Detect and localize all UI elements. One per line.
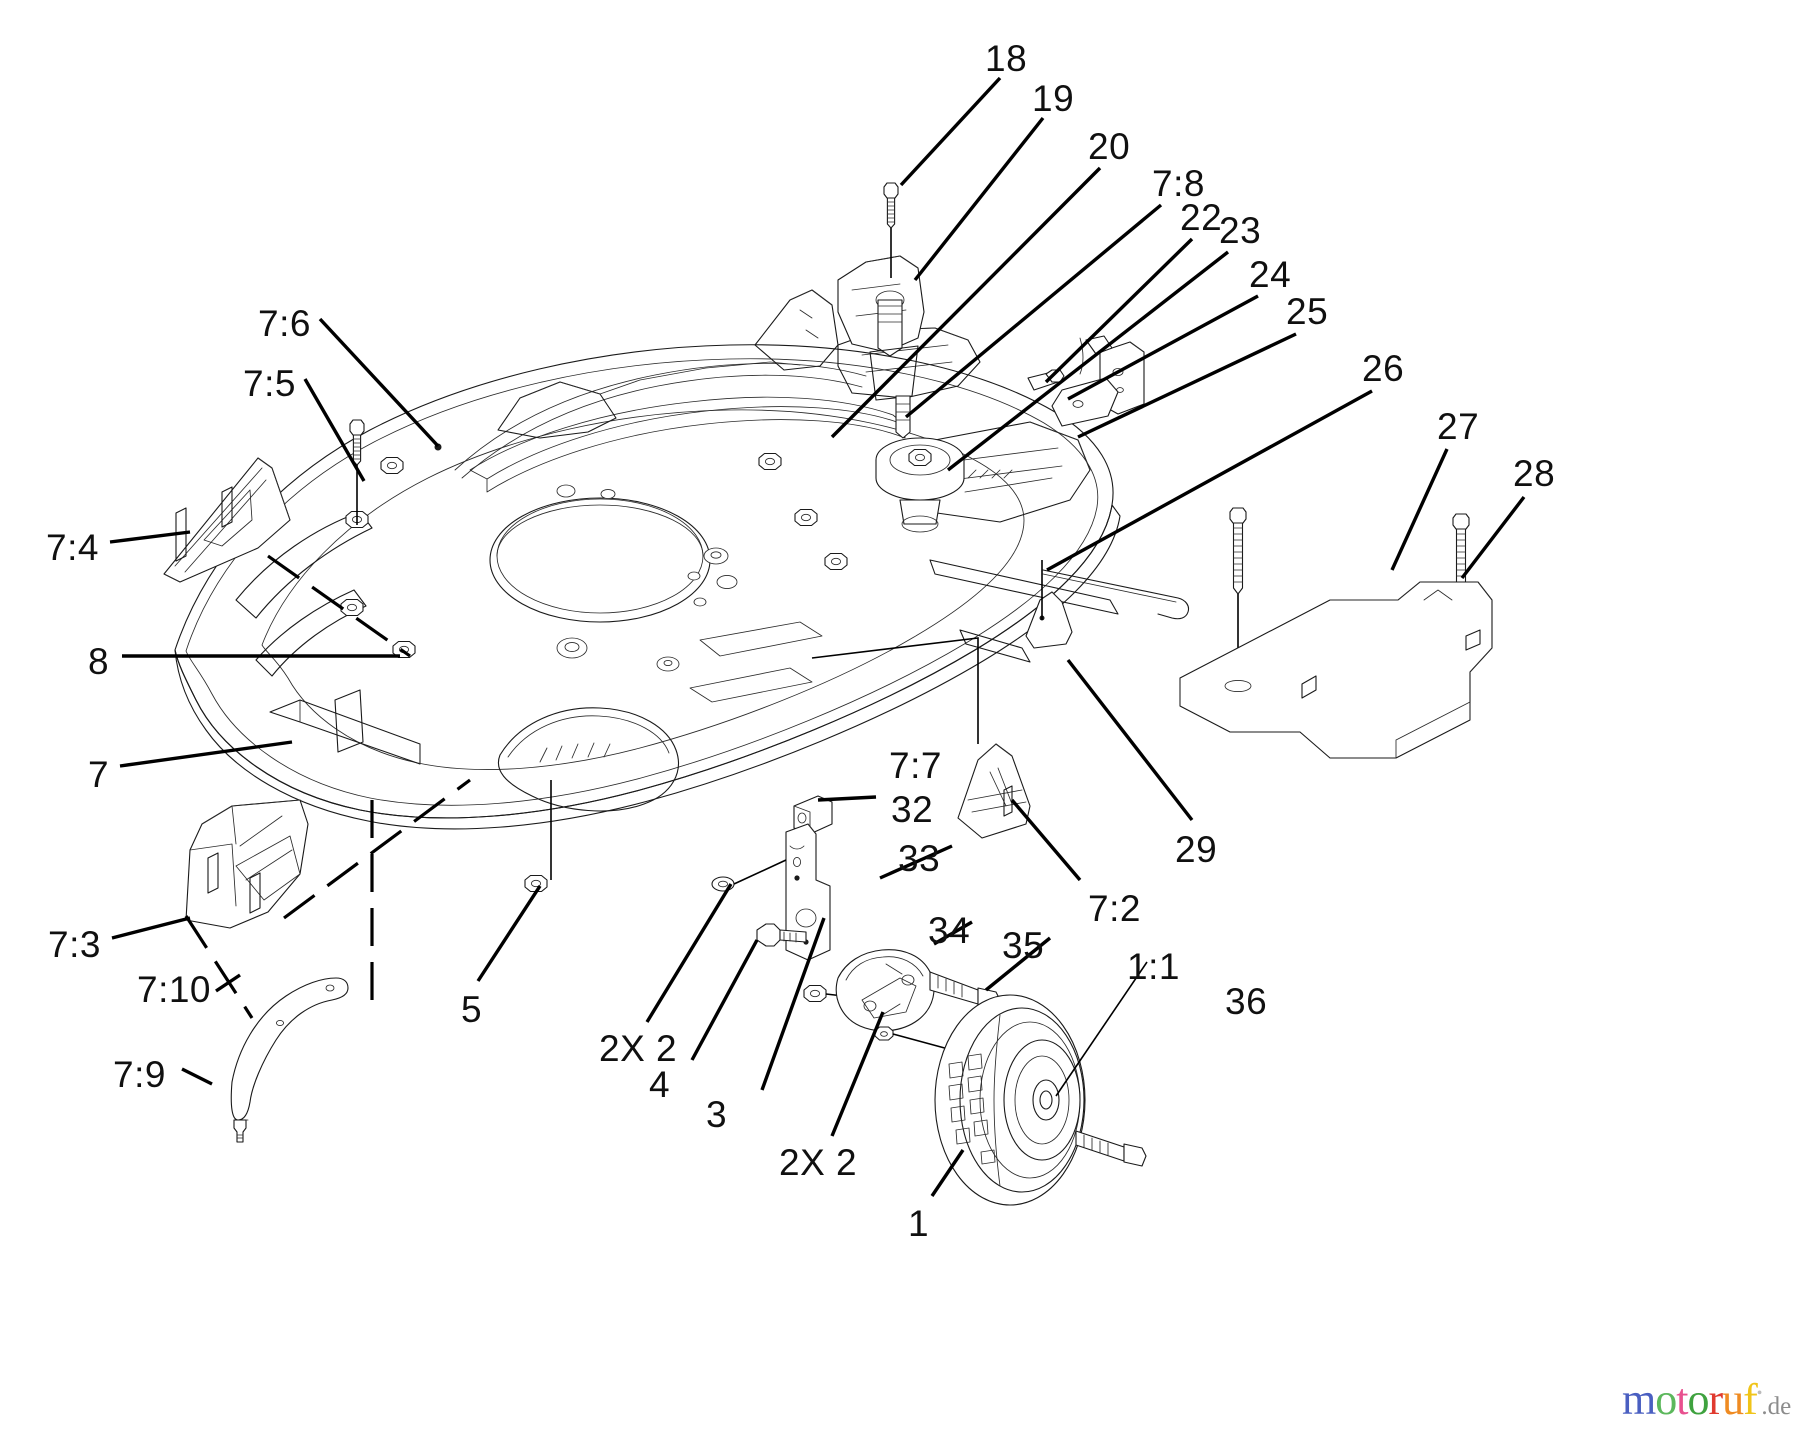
watermark-letter-4: r [1708,1375,1723,1424]
arm-hardware [874,1026,953,1051]
part-7-5-screw [349,419,365,525]
watermark-letter-6: f [1743,1375,1758,1424]
leader-lines [109,76,1526,1197]
part-18-bolt [883,182,899,278]
callout-c7_4: 7:4 [46,527,99,568]
motoruf-watermark: motoruf•.de [1622,1378,1791,1422]
watermark-letter-3: o [1687,1375,1709,1424]
callout-c32: 32 [891,789,934,830]
callout-c22: 22 [1180,197,1223,238]
part-5-bolt [524,780,552,893]
part-22-23-spindle-hub [875,437,965,533]
callout-c23: 23 [1219,210,1262,251]
part-34-wheel-arm [835,949,935,1032]
callout-c35: 35 [1002,925,1045,966]
callout-c27: 27 [1437,406,1480,447]
watermark-letter-0: m [1622,1375,1656,1424]
callout-c7_7: 7:7 [889,745,942,786]
callout-c24: 24 [1249,254,1292,295]
part-7-9-screw [233,1119,247,1143]
callout-c4: 4 [649,1064,671,1105]
callout-c3: 3 [706,1094,728,1135]
part-1-wheel [934,994,1086,1206]
callout-c26: 26 [1362,348,1405,389]
callout-c7_6: 7:6 [258,303,311,344]
part-32-block [793,795,833,835]
callout-c7_3: 7:3 [48,924,101,965]
part-29-baffle-plate [1179,581,1493,759]
callout-c2x2a: 2X 2 [599,1028,678,1069]
mower-deck-housing [174,289,1121,830]
part-7-10-curved-strut [230,977,349,1121]
callout-c7_5: 7:5 [243,363,296,404]
callout-c28: 28 [1513,453,1556,494]
callout-c5: 5 [461,989,483,1030]
part-33-bracket-plate [785,823,831,961]
callout-c20: 20 [1088,126,1131,167]
part-7-4-deflector-wedge [163,457,291,583]
part-19-20-rear-bracket [837,255,925,401]
callout-c7_2: 7:2 [1088,888,1141,929]
part-20-spacer-bolt [895,395,911,439]
part-7-2-wedge [957,743,1031,839]
watermark-suffix: .de [1761,1393,1792,1420]
part-7-7-wedge [1025,591,1073,649]
callout-c19: 19 [1032,78,1075,119]
part-26-wire-rod [1042,569,1190,620]
callout-c7_10: 7:10 [137,969,212,1010]
watermark-letter-2: t [1676,1375,1688,1424]
callout-c2x2b: 2X 2 [779,1142,858,1183]
watermark-letter-1: o [1655,1375,1677,1424]
callout-c7: 7 [88,754,110,795]
callout-c18: 18 [985,38,1028,79]
callout-c7_8: 7:8 [1152,163,1205,204]
callout-c34: 34 [928,910,971,951]
part-24-25-bracket-plate [1027,335,1145,427]
watermark-letter-5: u [1722,1375,1744,1424]
part-36-wheel-bolt [1075,1130,1147,1167]
callout-c1: 1 [908,1203,930,1244]
callout-c1_1: 1:1 [1127,946,1180,987]
callout-c33: 33 [898,838,941,879]
watermark-dot: • [1756,1385,1763,1402]
callout-c8: 8 [88,641,110,682]
callout-c7_9: 7:9 [113,1054,166,1095]
part-7-3-deflector [185,799,309,929]
bolt-left [756,923,807,947]
callout-c25: 25 [1286,291,1329,332]
callout-c36: 36 [1225,981,1268,1022]
watermark-letters: motoruf [1622,1375,1758,1424]
callout-c29: 29 [1175,829,1218,870]
